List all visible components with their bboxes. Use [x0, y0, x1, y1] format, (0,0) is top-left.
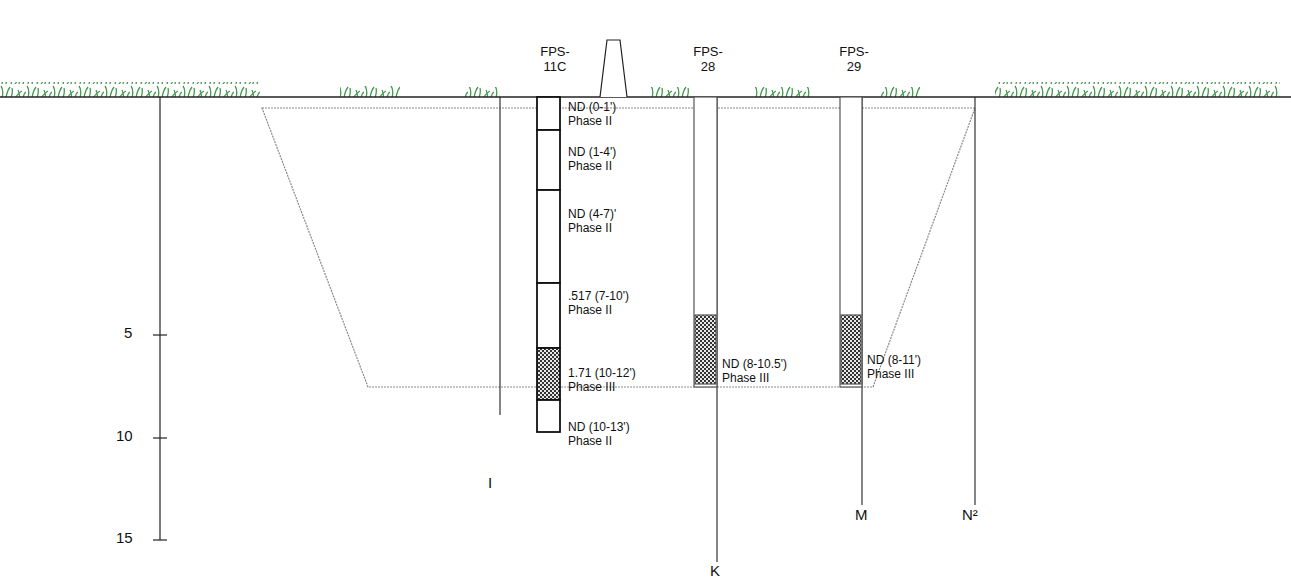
ground-line	[0, 96, 1291, 98]
sample-phase: Phase II	[568, 114, 612, 128]
sample-result: ND (1-4')	[568, 145, 616, 159]
boring-28	[694, 97, 717, 387]
boring-id: FPS- 11C	[530, 44, 580, 74]
depth-tick-label: 15	[116, 531, 133, 545]
sample-result: ND (8-11')	[867, 353, 921, 367]
sample-phase: Phase II	[568, 159, 612, 173]
boring-11c	[537, 97, 560, 432]
sample-phase: Phase III	[722, 371, 769, 385]
sample-result: ND (8-10.5')	[722, 357, 787, 371]
grass	[465, 87, 500, 97]
grass	[755, 87, 810, 97]
boring-id: FPS- 28	[686, 44, 730, 74]
sample-result: ND (10-13')	[568, 420, 630, 434]
section-letter: K	[710, 564, 720, 578]
sample-phase: Phase II	[568, 434, 612, 448]
section-letter: N²	[962, 508, 978, 522]
depth-tick-label: 5	[124, 326, 132, 340]
marker-post	[600, 40, 627, 97]
grass	[340, 86, 400, 97]
boring-29	[840, 97, 862, 387]
sample-phase: Phase III	[867, 367, 914, 381]
grass	[995, 82, 1280, 97]
depth-tick-label: 10	[116, 429, 133, 443]
excavation-outline	[262, 108, 975, 387]
axis-tick	[153, 334, 167, 335]
axis-tick	[153, 539, 167, 540]
section-line	[974, 97, 975, 505]
section-letter: I	[488, 476, 492, 490]
grass	[0, 82, 260, 97]
sample-result: .517 (7-10')	[568, 289, 629, 303]
depth-axis	[159, 97, 160, 540]
sample-phase: Phase II	[568, 221, 612, 235]
sample-result: ND (4-7)'	[568, 207, 616, 221]
sample-phase: Phase III	[568, 380, 615, 394]
sample-result: 1.71 (10-12')	[568, 366, 636, 380]
grass	[880, 87, 920, 97]
section-letter: M	[855, 508, 868, 522]
axis-tick	[153, 437, 167, 438]
sample-result: ND (0-1')	[568, 100, 616, 114]
grass	[650, 87, 690, 97]
boring-id: FPS- 29	[832, 44, 876, 74]
sample-phase: Phase II	[568, 303, 612, 317]
section-line	[499, 97, 500, 415]
